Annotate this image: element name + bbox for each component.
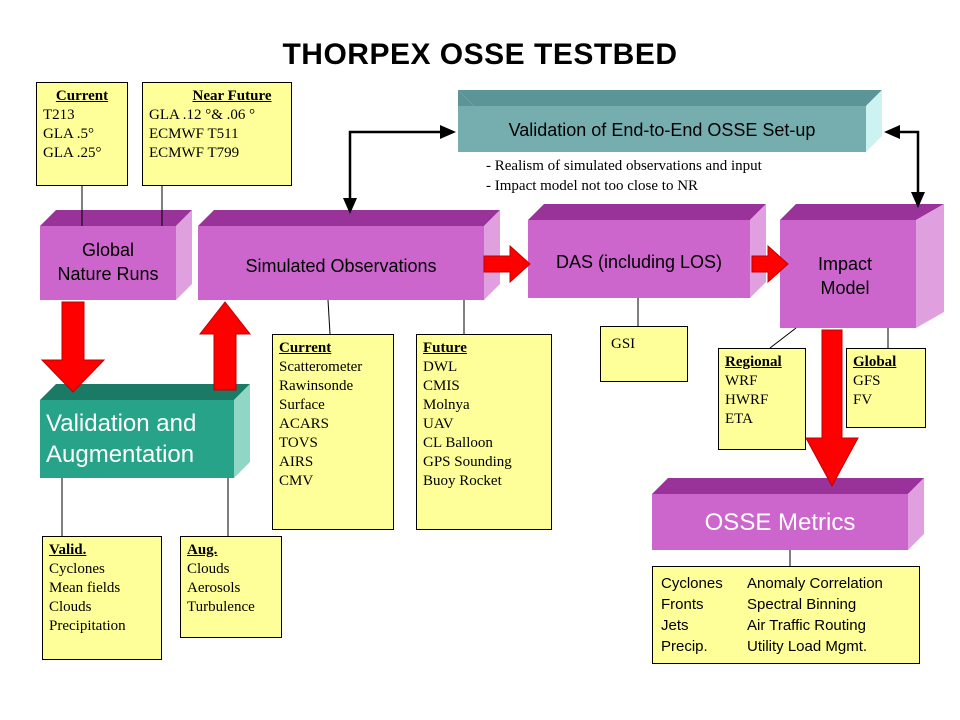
note-line: Precip. bbox=[661, 638, 708, 655]
note-line: Scatterometer bbox=[279, 359, 363, 375]
note-line: Anomaly Correlation bbox=[747, 575, 883, 592]
validation-e2e-bullets: - Realism of simulated observations and … bbox=[486, 156, 762, 196]
node-label-line: Impact bbox=[817, 254, 873, 274]
node-label-line: Model bbox=[820, 278, 870, 298]
note-line: ECMWF T511 bbox=[149, 126, 239, 142]
note-line: ACARS bbox=[279, 416, 330, 432]
note-line: DWL bbox=[423, 359, 458, 375]
note-line: HWRF bbox=[725, 392, 769, 408]
note-line: Clouds bbox=[49, 599, 92, 615]
node-label-line: Global bbox=[81, 240, 135, 260]
note-line: Buoy Rocket bbox=[423, 473, 502, 489]
note-line: AIRS bbox=[279, 454, 314, 470]
note-metrics: Cyclones Fronts Jets Precip. Anomaly Cor… bbox=[652, 566, 920, 664]
note-aug: Aug. Clouds Aerosols Turbulence bbox=[180, 536, 282, 638]
note-line: Cyclones bbox=[661, 575, 723, 592]
note-regional: Regional WRF HWRF ETA bbox=[718, 348, 806, 450]
note-line: CL Balloon bbox=[423, 435, 493, 451]
note-line: Jets bbox=[661, 617, 689, 634]
note-gsi: GSI bbox=[600, 326, 688, 382]
note-line: GFS bbox=[853, 373, 881, 389]
note-line: Surface bbox=[279, 397, 325, 413]
note-line: T213 bbox=[43, 107, 75, 123]
note-line: Spectral Binning bbox=[747, 596, 857, 613]
note-line: Cyclones bbox=[49, 561, 105, 577]
node-label-line: Nature Runs bbox=[57, 264, 159, 284]
node-impact-model: Impact Model bbox=[790, 252, 900, 300]
note-heading: Valid. bbox=[49, 542, 87, 558]
note-line: Clouds bbox=[187, 561, 230, 577]
note-line: ETA bbox=[725, 411, 753, 427]
note-valid: Valid. Cyclones Mean fields Clouds Preci… bbox=[42, 536, 162, 660]
node-label-line: Augmentation bbox=[46, 441, 195, 468]
node-das: DAS (including LOS) bbox=[555, 252, 723, 272]
note-obs-future: Future DWL CMIS Molnya UAV CL Balloon GP… bbox=[416, 334, 552, 530]
note-line: CMIS bbox=[423, 378, 460, 394]
node-osse-metrics: OSSE Metrics bbox=[704, 509, 856, 536]
note-line: GLA .12 °& .06 ° bbox=[149, 107, 256, 123]
note-nature-current: Current T213 GLA .5° GLA .25° bbox=[36, 82, 128, 186]
note-line: Precipitation bbox=[49, 618, 126, 634]
note-heading: Aug. bbox=[187, 542, 218, 558]
validation-e2e-label: Validation of End-to-End OSSE Set-up bbox=[508, 120, 816, 140]
note-line: GLA .5° bbox=[43, 126, 94, 142]
note-nature-future: Near Future GLA .12 °& .06 ° ECMWF T511 … bbox=[142, 82, 292, 186]
note-line: WRF bbox=[725, 373, 758, 389]
note-line: FV bbox=[853, 392, 873, 408]
metrics-right-column: Anomaly Correlation Spectral Binning Air… bbox=[747, 573, 883, 657]
note-line: Air Traffic Routing bbox=[747, 617, 866, 634]
note-line: TOVS bbox=[279, 435, 318, 451]
note-line: GLA .25° bbox=[43, 145, 102, 161]
note-heading: Global bbox=[853, 354, 897, 370]
note-line: Utility Load Mgmt. bbox=[747, 638, 868, 655]
note-heading: Future bbox=[423, 340, 467, 356]
diagram-title: THORPEX OSSE TESTBED bbox=[282, 38, 678, 71]
note-heading: Current bbox=[55, 88, 109, 104]
note-line: Turbulence bbox=[187, 599, 255, 615]
note-line: Molnya bbox=[423, 397, 470, 413]
note-line: Rawinsonde bbox=[279, 378, 354, 394]
note-line: Mean fields bbox=[49, 580, 121, 596]
node-simulated-observations: Simulated Observations bbox=[245, 256, 437, 276]
node-label-line: Validation and bbox=[46, 410, 197, 437]
node-global-nature-runs: Global Nature Runs bbox=[40, 238, 176, 286]
note-line: Fronts bbox=[661, 596, 704, 613]
note-obs-current: Current Scatterometer Rawinsonde Surface… bbox=[272, 334, 394, 530]
metrics-left-column: Cyclones Fronts Jets Precip. bbox=[661, 573, 747, 657]
bullet-item: - Realism of simulated observations and … bbox=[486, 158, 762, 174]
note-heading: Regional bbox=[725, 354, 782, 370]
note-global-models: Global GFS FV bbox=[846, 348, 926, 428]
note-line: Aerosols bbox=[187, 580, 241, 596]
bullet-item: - Impact model not too close to NR bbox=[486, 178, 699, 194]
note-heading: Near Future bbox=[192, 88, 272, 104]
note-heading: Current bbox=[279, 340, 332, 356]
note-line: ECMWF T799 bbox=[149, 145, 240, 161]
node-validation-augmentation: Validation and Augmentation bbox=[46, 408, 234, 470]
note-line: UAV bbox=[423, 416, 454, 432]
note-line: GPS Sounding bbox=[423, 454, 512, 470]
note-line: CMV bbox=[279, 473, 314, 489]
